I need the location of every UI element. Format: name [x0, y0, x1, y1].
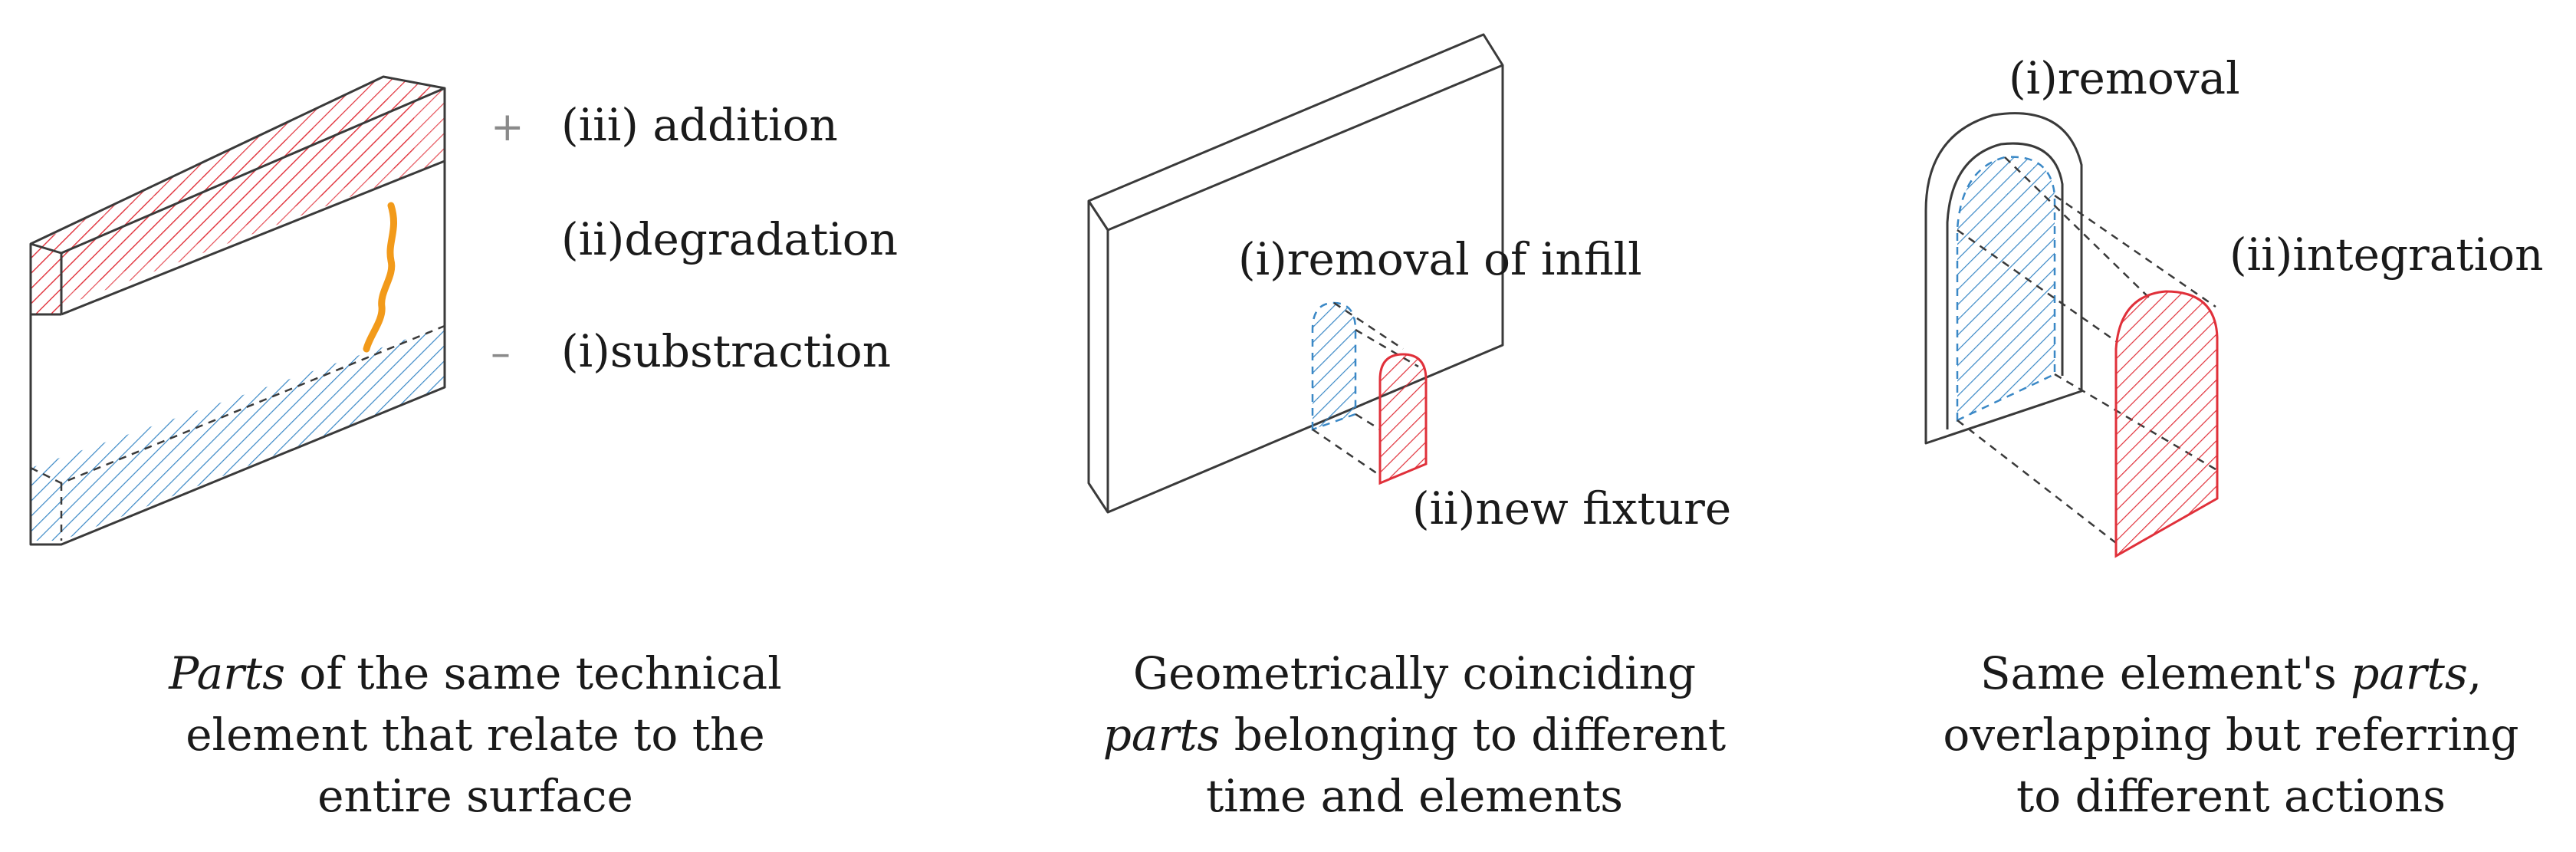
caption2-line2: belonging to different	[1220, 709, 1727, 761]
caption-panel3: Same element's parts, overlapping but re…	[1871, 643, 2576, 827]
label-degradation: (ii)degradation	[561, 213, 898, 265]
minus-sign: –	[491, 331, 511, 377]
label-new-fixture: (ii)new fixture	[1412, 482, 1731, 535]
substraction-band	[31, 326, 445, 541]
caption3-post: ,	[2467, 647, 2482, 699]
label-integration: (ii)integration	[2229, 229, 2543, 281]
caption3-pre: Same element's	[1980, 647, 2351, 699]
caption1-line3: entire surface	[317, 770, 633, 822]
caption3-line3: to different actions	[2016, 770, 2446, 822]
plus-sign: +	[491, 104, 524, 150]
panel3-window-diagram	[1924, 112, 2219, 558]
label-substraction: (i)substraction	[561, 325, 891, 377]
caption2-line3: time and elements	[1205, 770, 1624, 822]
label-removal: (i)removal	[2009, 52, 2240, 104]
caption3-em: parts	[2351, 647, 2468, 699]
caption1-em: Parts	[169, 647, 285, 699]
panel2-wall-diagram	[1087, 33, 1504, 514]
caption-panel2: Geometrically coinciding parts belonging…	[1054, 643, 1775, 827]
panel1-wall-diagram	[29, 75, 446, 546]
caption1-line1: of the same technical	[285, 647, 782, 699]
window-integration-shape	[2114, 290, 2219, 558]
caption2-line1: Geometrically coinciding	[1132, 647, 1697, 699]
label-removal-of-infill: (i)removal of infill	[1238, 233, 1642, 285]
window-removal-shape	[1956, 156, 2056, 422]
caption-panel1: Parts of the same technical element that…	[115, 643, 836, 827]
new-fixture-shape	[1378, 353, 1428, 485]
label-addition: (iii) addition	[561, 99, 838, 151]
caption2-em: parts	[1102, 709, 1221, 761]
caption3-line2: overlapping but referring	[1943, 709, 2519, 761]
degradation-crack	[363, 202, 397, 353]
caption1-line2: element that relate to the	[186, 709, 765, 761]
removed-infill-shape	[1311, 301, 1357, 431]
